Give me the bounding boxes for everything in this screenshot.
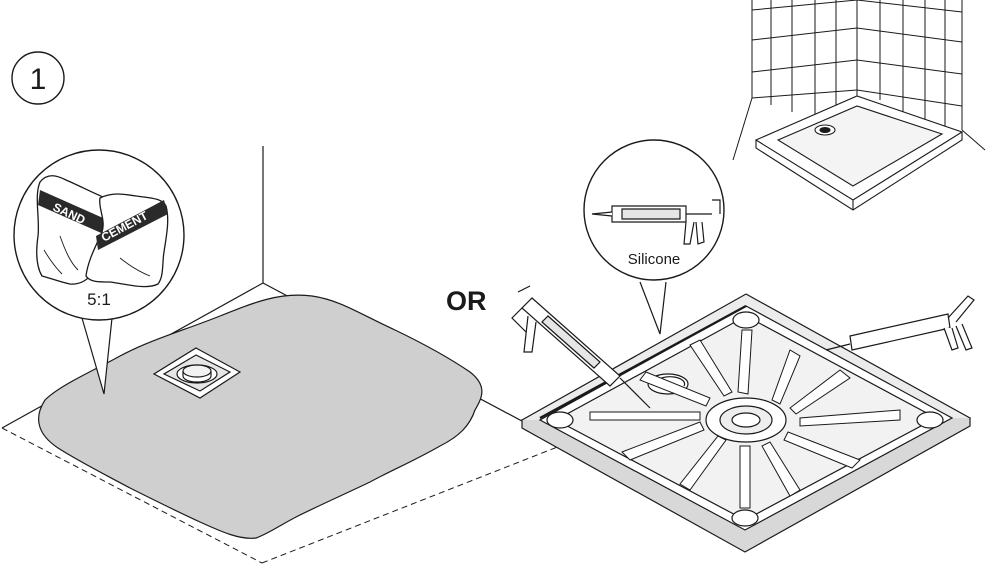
step-number-badge: 1 (11, 51, 65, 105)
tray-ribs (589, 329, 901, 509)
mortar-bed (38, 294, 483, 539)
floor-drain-icon (152, 347, 242, 399)
or-label: OR (446, 286, 487, 316)
silicone-bead (539, 304, 747, 420)
step-number: 1 (30, 63, 47, 96)
floor-boundary-dashed (1, 427, 566, 564)
silicone-gun-icon (511, 285, 651, 409)
cement-bag-icon: CEMENT (85, 193, 169, 288)
silicone-callout: Silicone (583, 139, 725, 335)
silicone-gun-icon (825, 295, 975, 351)
mix-ratio: 5:1 (87, 290, 111, 309)
shower-tray-icon (754, 95, 964, 211)
silicone-label: Silicone (628, 251, 681, 268)
mix-callout: SAND CEMENT 5:1 (13, 149, 185, 395)
silicone-gun-icon (591, 199, 721, 245)
tiled-shower-corner (732, 0, 986, 161)
